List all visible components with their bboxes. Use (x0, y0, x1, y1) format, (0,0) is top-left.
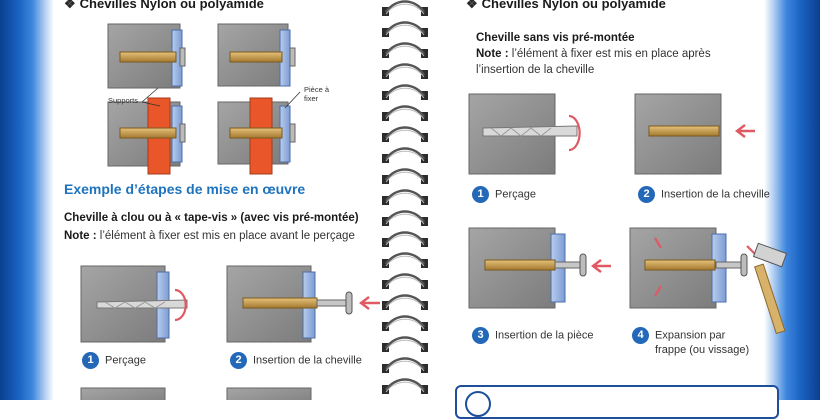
step-badge-3: 3 (472, 327, 489, 344)
left-steps-illustrations (80, 265, 380, 400)
left-note: Note : l’élément à fixer est mis en plac… (64, 230, 355, 242)
info-ring-icon (465, 391, 491, 417)
step-badge-4: 4 (632, 327, 649, 344)
step-badge-2: 2 (230, 352, 247, 369)
rotation-arrow-icon (568, 114, 581, 152)
label-supports: Supports (108, 96, 139, 105)
red-arrow-icon (359, 296, 380, 310)
right-method-title: Cheville sans vis pré-montée (476, 32, 635, 44)
right-page (430, 0, 820, 400)
spiral-binding-icon (382, 0, 428, 394)
example-title: Exemple d’étapes de mise en œuvre (64, 181, 306, 197)
diamond-bullet-icon: ❖ (466, 0, 478, 11)
label-piece-a-fixer: Pièce à fixer (304, 85, 330, 103)
step-badge-1: 1 (82, 352, 99, 369)
right-steps-illustrations (468, 93, 788, 335)
left-method-title: Cheville à clou ou à « tape-vis » (avec … (64, 212, 359, 224)
right-step-4-line-2: frappe (ou vissage) (655, 344, 750, 356)
rotation-arrow-icon (174, 288, 187, 322)
red-arrow-icon (735, 124, 755, 138)
right-blue-edge (764, 0, 820, 400)
left-section-title: ❖Chevilles Nylon ou polyamide (64, 0, 264, 12)
left-page (0, 0, 385, 400)
hammer-icon (752, 242, 788, 335)
right-note-line-1: Note : l’élément à fixer est mis en plac… (476, 48, 711, 60)
nylon-anchor-illustrations (107, 23, 301, 175)
step-badge-1: 1 (472, 186, 489, 203)
right-section-title: ❖Chevilles Nylon ou polyamide (466, 0, 666, 12)
red-arrow-icon (591, 259, 611, 273)
left-blue-edge (0, 0, 54, 400)
bottom-info-box (455, 385, 779, 419)
diamond-bullet-icon: ❖ (64, 0, 76, 11)
step-badge-2: 2 (638, 186, 655, 203)
right-note-line-2: l’insertion de la cheville (476, 64, 595, 76)
